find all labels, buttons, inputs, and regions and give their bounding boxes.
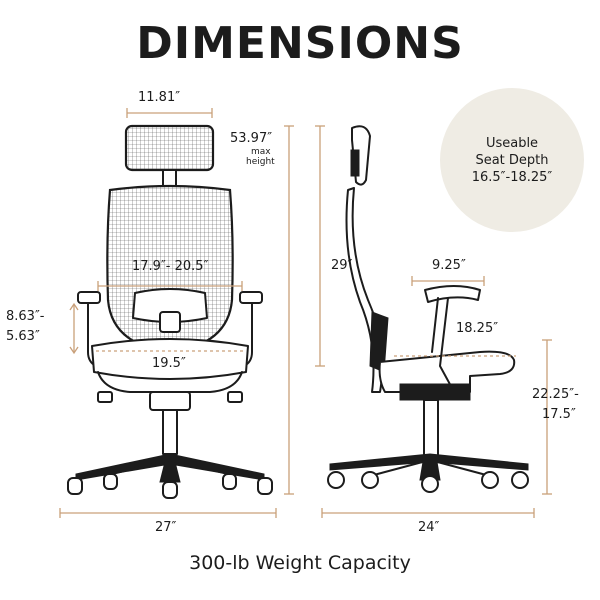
- dim-seat-height: [542, 339, 552, 495]
- side-seat: [378, 350, 516, 393]
- seat-depth-badge: Useable Seat Depth 16.5″-18.25″: [440, 88, 584, 232]
- label-back-height: 29″: [331, 258, 353, 273]
- front-right-armrest: [239, 291, 263, 304]
- label-seat-height-1: 22.25″-: [532, 387, 579, 402]
- dim-base-depth: [321, 508, 535, 518]
- dim-arm-height: [69, 302, 79, 355]
- label-arm-height-2: 5.63″: [6, 329, 40, 344]
- label-max-height-note-2: height: [246, 157, 275, 167]
- label-base-depth: 24″: [418, 520, 440, 535]
- badge-line-1: Useable: [485, 135, 539, 151]
- weight-capacity: 300-lb Weight Capacity: [189, 552, 411, 574]
- front-chair: [67, 124, 273, 499]
- badge-line-3: 16.5″-18.25″: [471, 169, 553, 185]
- label-max-height: 53.97″: [230, 131, 273, 146]
- dim-arm-depth: [411, 276, 485, 286]
- side-chair: [327, 125, 529, 493]
- label-back-width: 17.9″- 20.5″: [132, 259, 209, 274]
- front-seat: [91, 338, 249, 380]
- label-headrest-width: 11.81″: [138, 90, 181, 105]
- dim-back-width: [97, 281, 243, 291]
- label-seat-height-2: 17.5″: [542, 407, 576, 422]
- front-casters: [67, 473, 273, 499]
- side-armrest: [424, 285, 481, 303]
- label-arm-height-1: 8.63″-: [6, 309, 45, 324]
- label-seat-depth: 18.25″: [456, 321, 499, 336]
- label-arm-depth: 9.25″: [432, 258, 466, 273]
- dim-headrest-width: [126, 108, 213, 118]
- label-max-height-note-1: max: [251, 147, 271, 157]
- label-base-width: 27″: [155, 520, 177, 535]
- front-left-armrest: [77, 291, 101, 304]
- label-seat-width: 19.5″: [152, 356, 186, 371]
- dim-max-height: [284, 125, 294, 495]
- page-title: DIMENSIONS: [136, 18, 464, 69]
- dim-back-height: [315, 125, 325, 367]
- dim-base-width: [59, 508, 277, 518]
- side-casters: [327, 471, 529, 493]
- front-headrest: [124, 124, 215, 172]
- badge-line-2: Seat Depth: [475, 152, 549, 168]
- front-lumbar: [132, 288, 208, 323]
